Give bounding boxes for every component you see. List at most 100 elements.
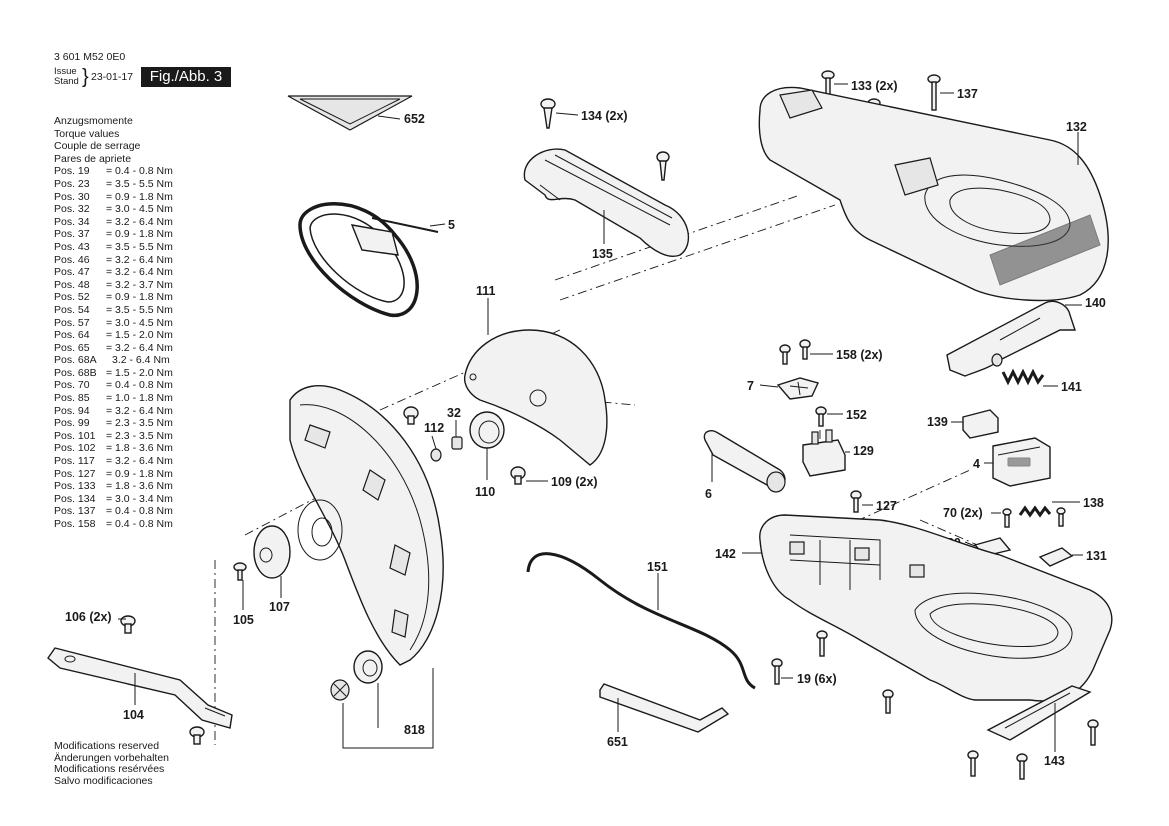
part-105-screw bbox=[233, 562, 247, 610]
torque-row: Pos. 127 = 0.9 - 1.8 Nm bbox=[54, 468, 173, 481]
torque-row: Pos. 64 = 1.5 - 2.0 Nm bbox=[54, 329, 173, 342]
torque-value: = 1.5 - 2.0 Nm bbox=[106, 329, 173, 342]
label-4: 4 bbox=[973, 457, 980, 471]
torque-pos: Pos. 65 bbox=[54, 341, 90, 354]
label-107: 107 bbox=[269, 600, 290, 614]
torque-heading: Torque values bbox=[54, 127, 120, 140]
label-106: 106 (2x) bbox=[65, 610, 112, 624]
torque-value: = 3.2 - 6.4 Nm bbox=[106, 404, 173, 417]
modification-notes: Modifications reserved Änderungen vorbeh… bbox=[54, 740, 170, 787]
part-818-kit bbox=[330, 650, 434, 749]
part-109-screws bbox=[403, 406, 548, 485]
label-140: 140 bbox=[1085, 296, 1106, 310]
torque-pos: Pos. 68B bbox=[54, 366, 97, 379]
torque-pos: Pos. 47 bbox=[54, 266, 90, 279]
torque-value: = 3.2 - 6.4 Nm bbox=[106, 455, 173, 468]
torque-value: = 0.4 - 0.8 Nm bbox=[106, 518, 173, 530]
label-651: 651 bbox=[607, 735, 628, 749]
torque-pos: Pos. 70 bbox=[54, 379, 90, 392]
note-line: Änderungen vorbehalten bbox=[54, 751, 170, 764]
torque-value: = 3.5 - 5.5 Nm bbox=[106, 177, 173, 190]
note-line: Salvo modificaciones bbox=[54, 774, 153, 787]
torque-row: Pos. 99= 2.3 - 3.5 Nm bbox=[54, 417, 173, 430]
torque-table: Anzugsmomente Torque values Couple de se… bbox=[54, 115, 173, 531]
torque-value: = 0.4 - 0.8 Nm bbox=[106, 505, 173, 518]
torque-row: Pos. 19 = 0.4 - 0.8 Nm bbox=[54, 165, 173, 178]
torque-row: Pos. 94= 3.2 - 6.4 Nm bbox=[54, 405, 173, 418]
part-19-screws bbox=[771, 630, 1099, 780]
torque-value: = 1.0 - 1.8 Nm bbox=[106, 392, 173, 405]
part-111-guard-cover bbox=[463, 298, 608, 466]
doc-number: 3 601 M52 0E0 bbox=[54, 51, 126, 63]
torque-heading: Couple de serrage bbox=[54, 140, 141, 153]
issue-label: Issue bbox=[54, 66, 77, 77]
torque-value: = 3.0 - 4.5 Nm bbox=[106, 316, 173, 329]
label-111: 111 bbox=[476, 284, 496, 298]
torque-row: Pos. 117= 3.2 - 6.4 Nm bbox=[54, 455, 173, 468]
torque-row: Pos. 70= 0.4 - 0.8 Nm bbox=[54, 379, 173, 392]
label-104: 104 bbox=[123, 708, 144, 722]
torque-pos: Pos. 32 bbox=[54, 203, 90, 216]
part-6-grip bbox=[703, 430, 786, 493]
label-143: 143 bbox=[1044, 754, 1065, 768]
label-132: 132 bbox=[1066, 120, 1087, 134]
label-105: 105 bbox=[233, 613, 254, 627]
torque-pos: Pos. 30 bbox=[54, 190, 90, 203]
part-107-flange bbox=[253, 525, 291, 598]
stand-label: Stand bbox=[54, 76, 79, 87]
blade-guard bbox=[289, 384, 444, 666]
torque-pos: Pos. 57 bbox=[54, 316, 90, 329]
torque-row: Pos. 52 = 0.9 - 1.8 Nm bbox=[54, 291, 173, 304]
torque-value: = 3.2 - 6.4 Nm bbox=[106, 266, 173, 279]
torque-value: = 0.9 - 1.8 Nm bbox=[106, 467, 173, 480]
part-137-bolt bbox=[927, 74, 954, 111]
part-131-latch bbox=[1038, 547, 1083, 567]
torque-pos: Pos. 54 bbox=[54, 303, 90, 316]
torque-pos: Pos. 52 bbox=[54, 291, 90, 304]
torque-row: Pos. 158= 0.4 - 0.8 Nm bbox=[54, 518, 173, 531]
label-112: 112 bbox=[424, 421, 444, 435]
part-129-terminal bbox=[802, 429, 850, 477]
torque-value: = 2.3 - 3.5 Nm bbox=[106, 429, 173, 442]
part-70-screws bbox=[991, 507, 1066, 528]
torque-value: = 0.9 - 1.8 Nm bbox=[106, 228, 173, 241]
part-5-power-cable bbox=[298, 202, 446, 317]
part-4-switch-block bbox=[984, 437, 1051, 487]
torque-value: = 3.2 - 6.4 Nm bbox=[106, 215, 173, 228]
label-141: 141 bbox=[1061, 380, 1082, 394]
torque-row: Pos. 32= 3.0 - 4.5 Nm bbox=[54, 203, 173, 216]
torque-value: = 3.5 - 5.5 Nm bbox=[106, 240, 173, 253]
torque-row: Pos. 57 = 3.0 - 4.5 Nm bbox=[54, 317, 173, 330]
torque-value: = 0.4 - 0.8 Nm bbox=[106, 165, 173, 178]
torque-row: Pos. 137 = 0.4 - 0.8 Nm bbox=[54, 505, 173, 518]
part-132-top-housing bbox=[758, 86, 1109, 302]
label-6: 6 bbox=[705, 487, 712, 501]
part-7-clamp bbox=[759, 377, 819, 400]
torque-row: Pos. 34= 3.2 - 6.4 Nm bbox=[54, 216, 173, 229]
label-32: 32 bbox=[447, 406, 461, 420]
torque-pos: Pos. 46 bbox=[54, 253, 90, 266]
part-32-bolt bbox=[451, 420, 463, 450]
torque-row: Pos. 47 = 3.2 - 6.4 Nm bbox=[54, 266, 173, 279]
torque-pos: Pos. 85 bbox=[54, 392, 90, 405]
torque-pos: Pos. 137 bbox=[54, 505, 96, 518]
torque-value: = 0.9 - 1.8 Nm bbox=[106, 291, 173, 304]
torque-value: = 0.9 - 1.8 Nm bbox=[106, 190, 173, 203]
part-135-handle bbox=[523, 148, 690, 257]
note-line: Modifications reserved bbox=[54, 740, 160, 752]
torque-pos: Pos. 64 bbox=[54, 329, 90, 342]
label-138: 138 bbox=[1083, 496, 1104, 510]
torque-row: Pos. 85 = 1.0 - 1.8 Nm bbox=[54, 392, 173, 405]
torque-row: Pos. 101= 2.3 - 3.5 Nm bbox=[54, 430, 173, 443]
torque-pos: Pos. 127 bbox=[54, 467, 96, 480]
torque-pos: Pos. 19 bbox=[54, 165, 90, 178]
torque-value: = 1.8 - 3.6 Nm bbox=[106, 480, 173, 493]
label-19: 19 (6x) bbox=[797, 672, 837, 686]
part-139-switch bbox=[951, 409, 999, 439]
label-5: 5 bbox=[448, 218, 455, 232]
label-109: 109 (2x) bbox=[551, 475, 598, 489]
torque-heading: Pares de apriete bbox=[54, 152, 132, 165]
torque-row: Pos. 134= 3.0 - 3.4 Nm bbox=[54, 493, 173, 506]
label-652: 652 bbox=[404, 112, 425, 126]
